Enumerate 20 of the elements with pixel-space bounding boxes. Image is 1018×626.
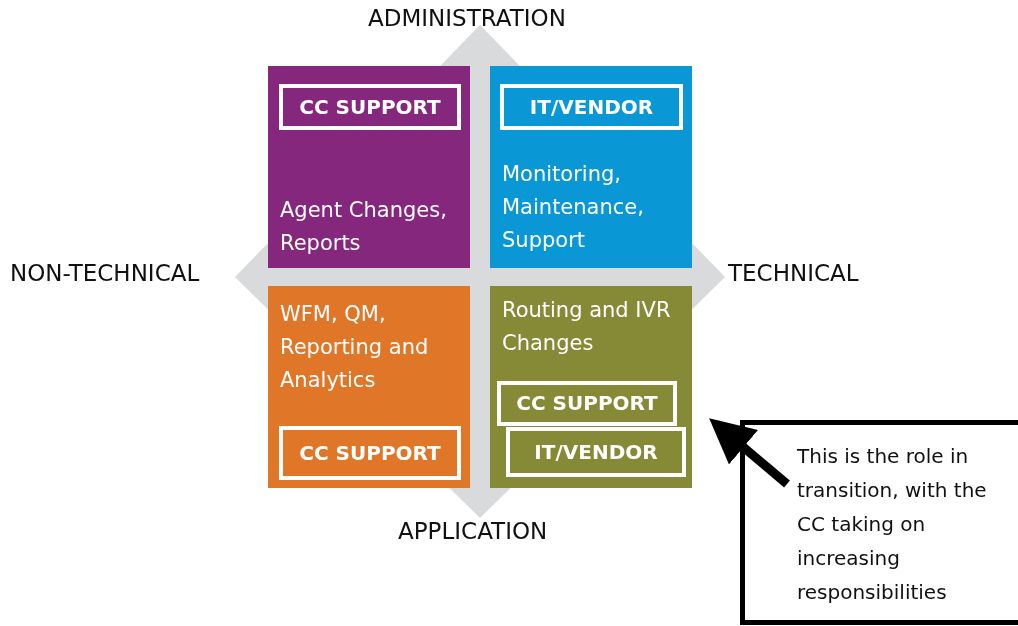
quadrant-panel — [268, 66, 470, 268]
role-badge: CC SUPPORT — [497, 381, 677, 426]
quadrant-panel — [490, 286, 692, 488]
axis-label: NON-TECHNICAL — [10, 260, 200, 286]
quadrant-text: Routing and IVR Changes — [502, 297, 672, 357]
callout-text: This is the role in transition, with the CC taking on increasing responsibilities — [797, 443, 988, 606]
quadrant-panel — [268, 286, 470, 488]
role-badge: IT/VENDOR — [500, 84, 683, 130]
role-badge: CC SUPPORT — [279, 426, 461, 480]
quadrant-text: Agent Changes, Reports — [280, 197, 448, 257]
axis-label: TECHNICAL — [728, 260, 859, 286]
axis-label: APPLICATION — [398, 518, 548, 544]
callout-box — [740, 420, 1018, 625]
quadrant-text: WFM, QM, Reporting and Analytics — [280, 301, 430, 394]
axis-label: ADMINISTRATION — [368, 5, 566, 31]
role-badge: CC SUPPORT — [279, 84, 461, 130]
quadrant-panel — [490, 66, 692, 268]
arrow — [709, 418, 790, 488]
quadrant-text: Monitoring, Maintenance, Support — [502, 161, 645, 254]
role-badge: IT/VENDOR — [506, 427, 686, 477]
